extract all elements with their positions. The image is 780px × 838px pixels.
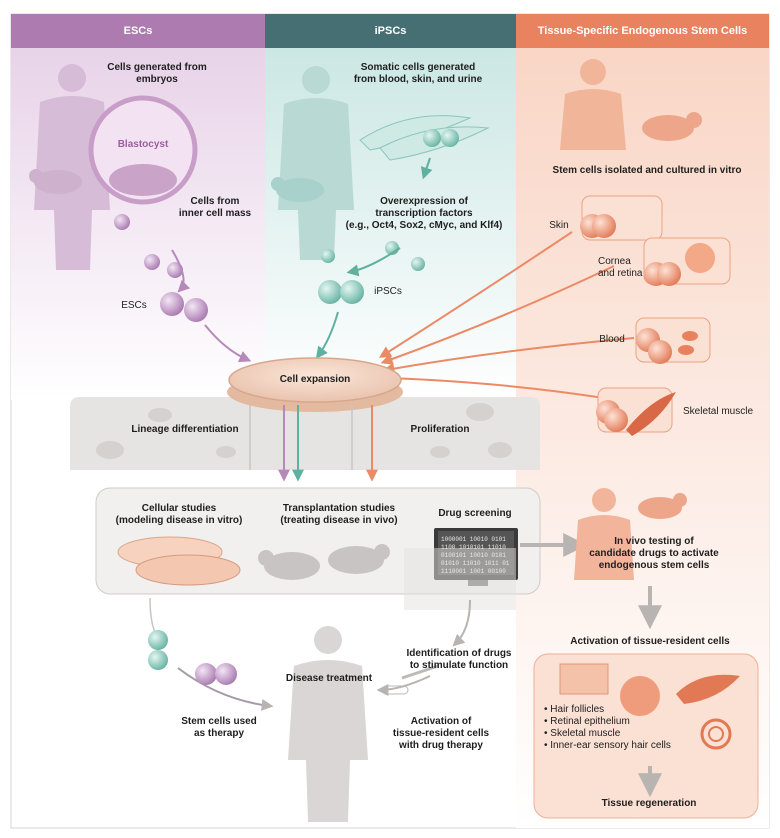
label-cells-from-embryos: Cells generated from embryos	[107, 62, 207, 85]
list-item: Skeletal muscle	[544, 728, 671, 740]
cell-expansion-dish[interactable]	[227, 357, 403, 412]
arrow-ipscs-to-cells	[346, 247, 401, 277]
label-skin: Skin	[549, 220, 569, 231]
label-drug-screening: Drug screening	[438, 508, 512, 519]
skin-sample	[580, 195, 663, 241]
arrow-skin	[378, 231, 573, 358]
ipsc-header-bar	[265, 14, 516, 48]
therapy-cells	[148, 630, 237, 685]
arrow-cornea	[380, 265, 615, 365]
arrow-escs-dish	[204, 324, 252, 363]
tissue-header-bar	[516, 14, 769, 48]
label-activation-tissue-resident: Activation of tissue-resident cells	[570, 636, 730, 647]
label-cornea-retina: Cornea and retina	[598, 256, 643, 279]
label-skeletal-muscle: Skeletal muscle	[683, 406, 754, 417]
petri-dishes	[117, 536, 241, 586]
arrow-drug-to-identification	[452, 599, 471, 647]
mouse-invivo	[638, 493, 687, 519]
muscle-sample	[596, 387, 676, 436]
list-item: Retinal epithelium	[544, 716, 671, 728]
binary-line-1: 1000001 10010 0101	[441, 536, 506, 543]
label-transplantation-studies: Transplantation studies (treating diseas…	[280, 503, 398, 526]
header-tissue: Tissue-Specific Endogenous Stem Cells	[537, 25, 748, 37]
faded-cell-shapes	[96, 403, 512, 459]
binary-line-2: 1100 1010101 11010	[441, 544, 506, 551]
label-somatic-cells: Somatic cells generated from blood, skin…	[353, 62, 483, 85]
label-inner-cell-mass: Cells from inner cell mass	[178, 196, 252, 219]
binary-readout: 1000001 10010 0101 1100 1010101 11010 01…	[441, 536, 510, 575]
label-activation-drug-therapy: Activation of tissue-resident cells with…	[392, 716, 490, 751]
cornea-sample	[643, 237, 731, 286]
human-silhouette-treatment	[288, 626, 368, 822]
mouse-ipscs	[271, 177, 324, 202]
list-item: Hair follicles	[544, 704, 671, 716]
ipscs-cells	[318, 129, 459, 304]
label-proliferation: Proliferation	[410, 424, 470, 435]
arrow-muscle	[384, 372, 605, 399]
label-overexpression: Overexpression of transcription factors …	[345, 196, 503, 231]
binary-line-5: 1110001 1001 00100	[441, 568, 506, 575]
arrow-escs-to-expansion	[171, 249, 191, 293]
binary-line-4: 01010 11010 1011 01	[441, 560, 510, 567]
arrow-factors	[420, 157, 433, 180]
human-silhouette-invivo	[574, 488, 634, 580]
label-stem-cells-therapy: Stem cells used as therapy	[181, 716, 257, 739]
mouse-tissue	[642, 112, 702, 141]
label-in-vivo-testing: In vivo testing of candidate drugs to ac…	[589, 536, 719, 571]
blood-sample	[635, 317, 711, 364]
label-escs: ESCs	[121, 300, 147, 311]
lineage-band	[70, 397, 540, 470]
label-lineage-differentiation: Lineage differentiation	[131, 424, 239, 435]
computer-monitor	[404, 528, 518, 610]
binary-line-3: 0100101 10010 0101	[441, 552, 506, 559]
arrow-blood	[382, 337, 635, 375]
label-ipscs: iPSCs	[374, 286, 402, 297]
tissue-resident-icons	[559, 663, 740, 750]
human-silhouette-tissue	[560, 59, 626, 150]
label-stem-cells-isolated: Stem cells isolated and cultured in vitr…	[552, 165, 742, 176]
arrow-drug-to-treatment	[376, 675, 431, 696]
label-blastocyst: Blastocyst	[117, 139, 169, 150]
arrow-cells-therapy	[177, 667, 274, 711]
label-blood: Blood	[599, 334, 625, 345]
label-cellular-studies: Cellular studies (modeling disease in vi…	[115, 503, 243, 526]
escs-cells	[114, 214, 208, 322]
label-tissue-regeneration: Tissue regeneration	[601, 798, 697, 809]
header-ipscs: iPSCs	[374, 25, 407, 37]
mice-transplant	[258, 544, 390, 580]
mouse-escs	[29, 169, 82, 194]
header-escs: ESCs	[123, 25, 153, 37]
label-cell-expansion: Cell expansion	[279, 374, 351, 385]
tissue-resident-list: Hair follicles Retinal epithelium Skelet…	[544, 704, 671, 752]
label-identification-drugs: Identification of drugs to stimulate fun…	[406, 648, 512, 671]
list-item: Inner-ear sensory hair cells	[544, 740, 671, 752]
blastocyst-illustration	[88, 95, 198, 205]
label-disease-treatment: Disease treatment	[285, 673, 373, 684]
arrow-ipscs-to-expansion	[315, 311, 339, 359]
esc-header-bar	[11, 14, 265, 48]
human-silhouette-ipscs	[278, 66, 354, 260]
